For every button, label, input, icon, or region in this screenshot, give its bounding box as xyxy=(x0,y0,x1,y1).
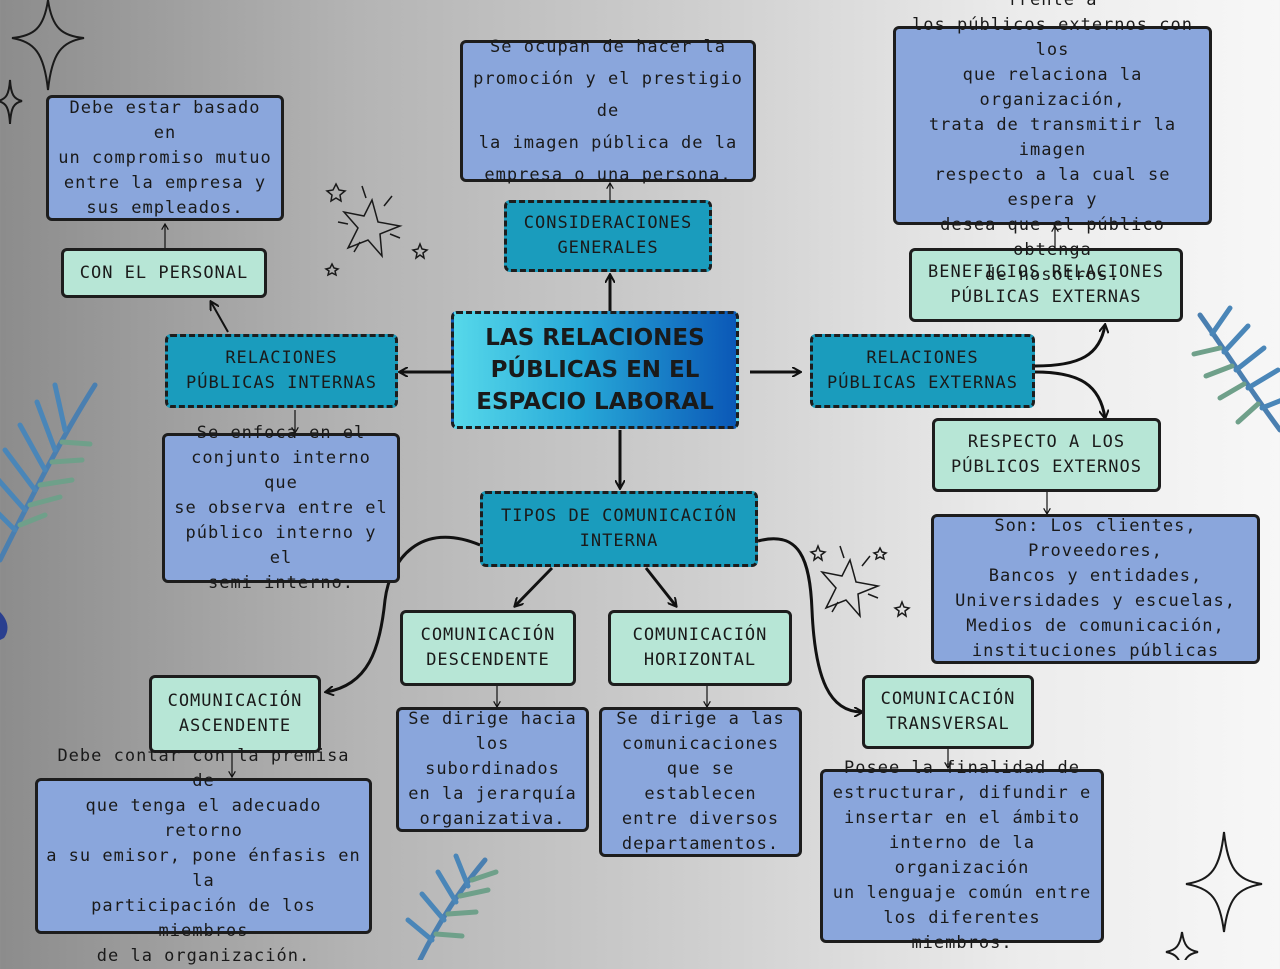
comunicacion-descendente-node: COMUNICACIÓN DESCENDENTE xyxy=(400,610,576,686)
relaciones-internas-note: Se enfoca en el conjunto interno que se … xyxy=(162,423,400,593)
central-topic: LAS RELACIONES PÚBLICAS EN EL ESPACIO LA… xyxy=(451,311,739,429)
arrow-internas-to-personal xyxy=(211,302,229,333)
comunicacion-ascendente-note: Debe contar con la premisa de que tenga … xyxy=(35,746,372,966)
consideraciones-generales-node: CONSIDERACIONES GENERALES xyxy=(504,200,712,272)
relaciones-publicas-externas-node: RELACIONES PÚBLICAS EXTERNAS xyxy=(810,334,1035,408)
beneficios-externas-node: BENEFICIOS RELACIONES PÚBLICAS EXTERNAS xyxy=(909,248,1183,322)
sparkle-icon xyxy=(1165,931,1199,960)
respecto-publicos-externos-node: RESPECTO A LOS PÚBLICOS EXTERNOS xyxy=(932,418,1161,492)
con-el-personal-node: CON EL PERSONAL xyxy=(61,248,267,298)
arrow-tipos-to-horizontal xyxy=(644,567,676,606)
consideraciones-generales-note: Se ocupan de hacer la promoción y el pre… xyxy=(460,37,756,185)
comunicacion-transversal-node: COMUNICACIÓN TRANSVERSAL xyxy=(862,675,1034,749)
comunicacion-descendente-note: Se dirige hacia los subordinados en la j… xyxy=(396,707,589,832)
arrow-tipos-to-descendente xyxy=(515,566,554,606)
relaciones-publicas-internas-node: RELACIONES PÚBLICAS INTERNAS xyxy=(165,334,398,408)
arrow-tipos-to-transversal xyxy=(757,537,862,712)
sparkle-icon xyxy=(11,0,85,91)
starburst-icon xyxy=(809,543,911,619)
sparkle-icon xyxy=(1185,831,1263,933)
fern-leaf-icon xyxy=(405,853,499,960)
leaf-tip-icon xyxy=(0,612,8,640)
fern-leaf-icon xyxy=(0,382,98,563)
con-el-personal-note: Debe estar basado en un compromiso mutuo… xyxy=(46,95,284,221)
comunicacion-horizontal-note: Se dirige a las comunicaciones que se es… xyxy=(599,707,802,857)
fern-leaf-icon xyxy=(1191,305,1280,433)
arrow-externas-to-respecto xyxy=(1034,370,1105,418)
comunicacion-ascendente-node: COMUNICACIÓN ASCENDENTE xyxy=(149,675,321,753)
comunicacion-horizontal-node: COMUNICACIÓN HORIZONTAL xyxy=(608,610,792,686)
starburst-icon xyxy=(324,182,429,277)
arrow-tipos-to-ascendente xyxy=(326,535,481,692)
respecto-publicos-externos-note: Son: Los clientes, Proveedores, Bancos y… xyxy=(931,514,1260,664)
beneficios-externas-note: Mejora las actitudes frente a los públic… xyxy=(893,0,1212,285)
arrow-externas-to-beneficios xyxy=(1034,325,1105,368)
tipos-comunicacion-interna-node: TIPOS DE COMUNICACIÓN INTERNA xyxy=(480,491,758,567)
comunicacion-transversal-note: Posee la finalidad de estructurar, difun… xyxy=(820,758,1104,953)
sparkle-icon xyxy=(0,79,23,125)
